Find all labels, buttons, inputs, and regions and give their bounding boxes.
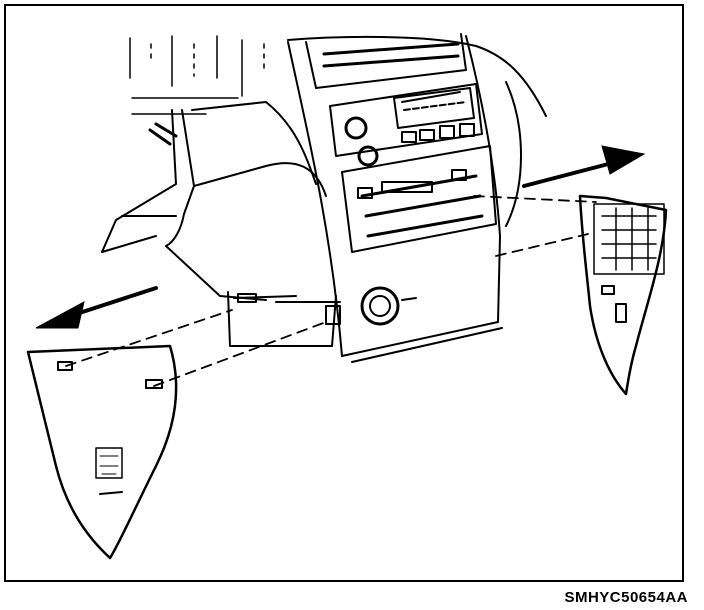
climate-panel — [341, 145, 497, 253]
radio-knob-left — [344, 116, 368, 140]
right-dash-edge — [505, 81, 522, 227]
arrow-left — [35, 286, 158, 329]
lower-console — [227, 291, 341, 347]
radio-unit — [329, 83, 483, 157]
left-dash-body — [101, 101, 327, 301]
background-linework — [129, 35, 265, 115]
dash-upper-edge — [287, 35, 547, 117]
dash-vent — [305, 33, 467, 89]
illustration-frame — [4, 4, 684, 582]
radio-knob-right — [357, 145, 379, 167]
dashed-guide-lines — [65, 195, 597, 387]
center-stack — [287, 35, 503, 363]
dashboard-illustration — [26, 33, 668, 560]
arrow-right — [522, 145, 646, 188]
left-cover-panel — [26, 344, 178, 560]
lighter-socket — [360, 286, 400, 326]
right-cover-panel — [578, 194, 668, 396]
figure-code: SMHYC50654AA — [564, 589, 688, 606]
